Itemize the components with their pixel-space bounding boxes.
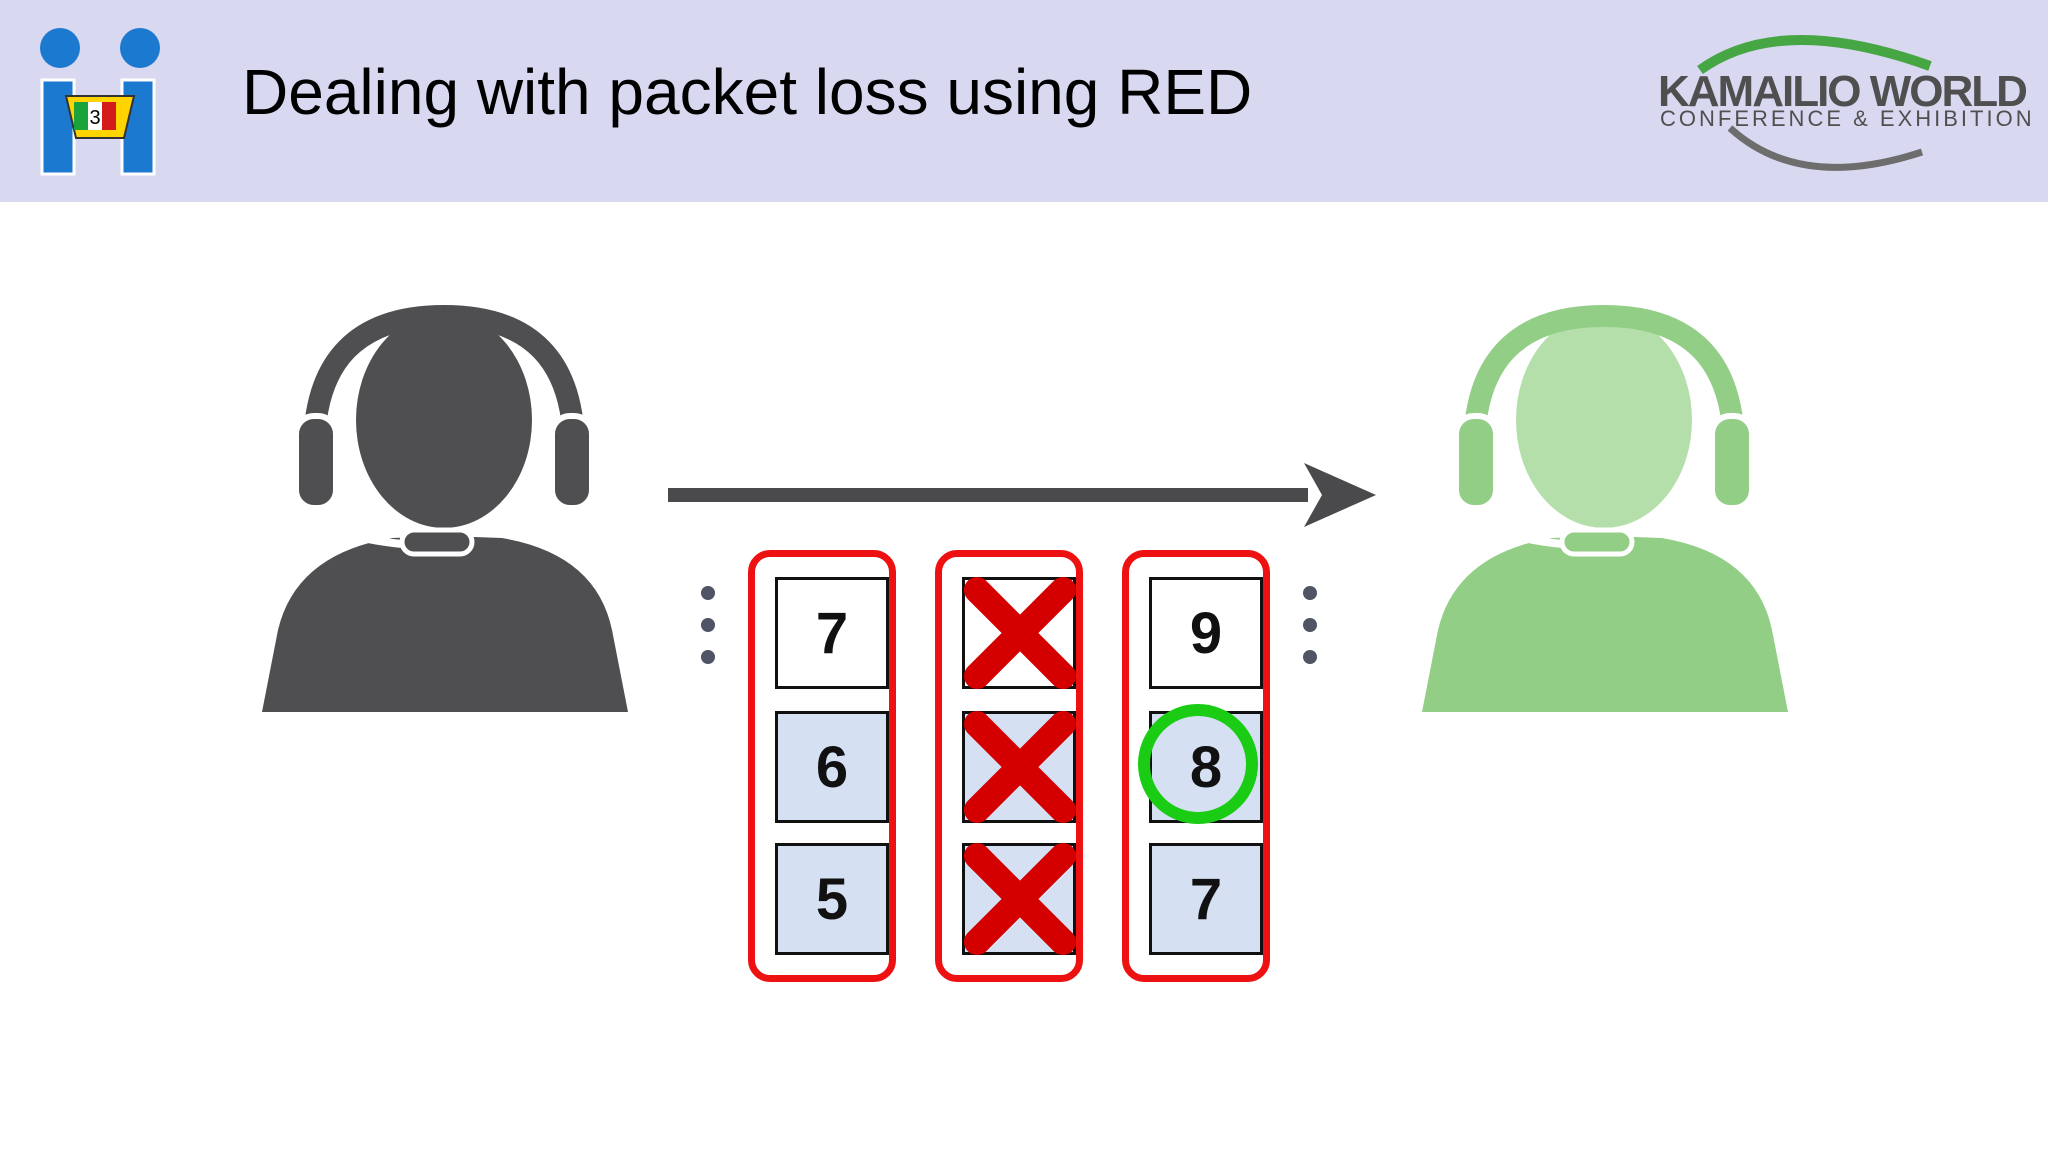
packet-slot-redundant: 6 [775,711,889,823]
lost-x-icon [964,843,1076,955]
kamailio-world-logo: KAMAILIO WORLD CONFERENCE & EXHIBITION [1650,22,2032,182]
conference-logo-icon: 3 [40,28,160,176]
more-packets-ellipsis-left [698,586,718,676]
packet-slot-redundant: 7 [1149,843,1263,955]
packet-slot-redundant: 5 [775,843,889,955]
packet-slot: 7 [775,577,889,689]
packet-slot-lost [962,711,1076,823]
logo-main-text: KAMAILIO WORLD [1658,67,2028,116]
transmission-arrow-icon [668,463,1376,527]
header-bar: 3 Dealing with packet loss using RED KAM… [0,0,2048,202]
packet-slot-lost [962,577,1076,689]
sender-headset-person-icon [262,304,628,712]
packet-slot: 9 [1149,577,1263,689]
more-packets-ellipsis-right [1300,586,1320,676]
logo-badge-number: 3 [89,107,100,129]
packet-slot-recovered: 8 [1138,704,1263,824]
packet-slot-lost [962,843,1076,955]
lost-x-icon [964,711,1076,823]
logo-swoosh-icon [1697,35,1932,171]
slide-title: Dealing with packet loss using RED [242,56,1253,128]
packet-received-2: 9 8 7 [1122,550,1270,982]
logo-sub-text: CONFERENCE & EXHIBITION [1660,106,2035,131]
packet-lost [935,550,1083,982]
packet-received-1: 7 6 5 [748,550,896,982]
receiver-headset-person-icon [1422,304,1788,712]
lost-x-icon [964,577,1076,689]
